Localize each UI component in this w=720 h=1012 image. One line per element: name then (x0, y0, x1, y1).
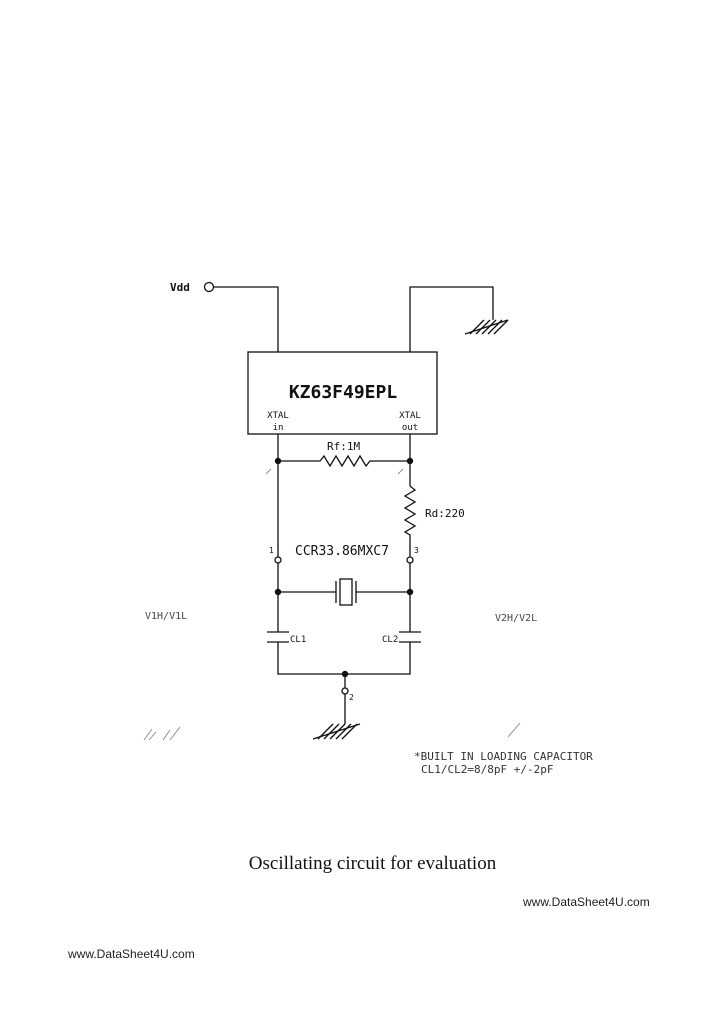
xtal-in-label: XTAL (267, 411, 289, 421)
pin-2-label: 2 (349, 693, 354, 702)
junction-dot-4 (406, 588, 414, 596)
ic-package (247, 351, 438, 435)
bottom-wire (277, 642, 411, 675)
resonator-label: CCR33.86MXC7 (295, 544, 389, 559)
watermark-right[interactable]: www.DataSheet4U.com (523, 895, 650, 909)
xtal-out-label: XTAL (399, 411, 421, 421)
junction-dot-3 (274, 588, 282, 596)
v2-label: V2H/V2L (495, 613, 537, 624)
junction-dot-1 (274, 457, 282, 465)
pin-1-terminal (274, 556, 282, 564)
probe-marks (143, 468, 521, 741)
v1-label: V1H/V1L (145, 611, 187, 622)
watermark-left[interactable]: www.DataSheet4U.com (68, 947, 195, 961)
pin-3-label: 3 (414, 546, 419, 555)
ground-symbol-bottom (312, 723, 361, 740)
junction-dot-2 (406, 457, 414, 465)
resonator-body (339, 578, 353, 606)
chip-label: KZ63F49EPL (289, 382, 398, 403)
rf-label: Rf:1M (327, 440, 360, 453)
pin-2-terminal (341, 687, 349, 695)
rf-resistor (278, 454, 410, 468)
note-line-1: *BUILT IN LOADING CAPACITOR (414, 750, 593, 763)
note-line-2: CL1/CL2=8/8pF +/-2pF (421, 763, 553, 776)
figure-caption: Oscillating circuit for evaluation (248, 853, 497, 874)
ground-symbol-top (464, 319, 509, 335)
pin-3-terminal (406, 556, 414, 564)
xtal-out-sub-label: out (402, 423, 418, 433)
vdd-terminal (203, 281, 215, 293)
cl2-label: CL2 (382, 635, 398, 645)
rd-resistor (403, 485, 417, 557)
junction-dot-5 (341, 670, 349, 678)
pin-1-label: 1 (269, 546, 274, 555)
ground-wire-top (409, 286, 494, 352)
cl1-label: CL1 (290, 635, 306, 645)
rd-label: Rd:220 (425, 507, 465, 520)
vdd-label: Vdd (170, 281, 190, 294)
xtal-in-sub-label: in (273, 423, 284, 433)
vdd-wire (213, 286, 279, 352)
